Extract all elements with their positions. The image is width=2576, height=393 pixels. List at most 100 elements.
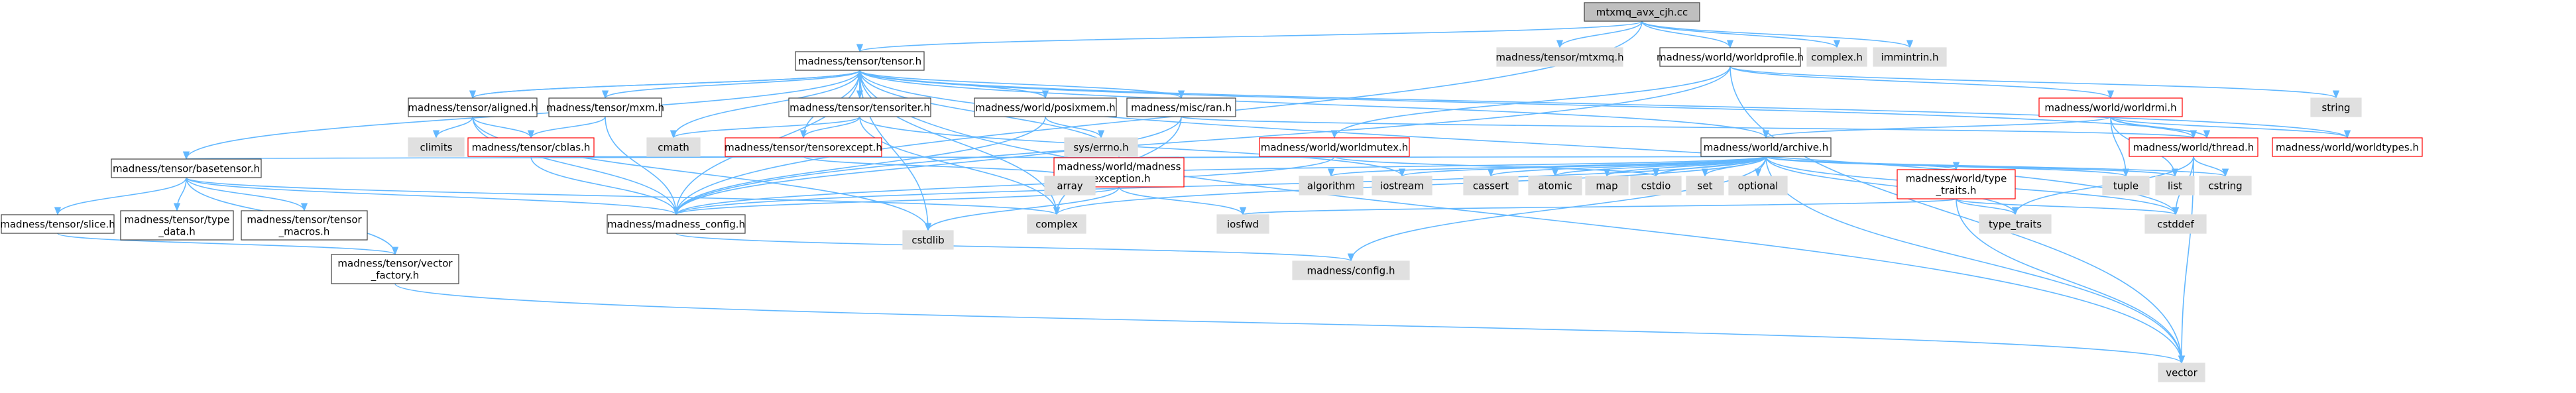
edge-archive_h-to-cstring	[1765, 156, 2229, 178]
header-nodes: mtxmq_avx_cjh.cc madness/tensor/tensor.h m…	[0, 2, 2423, 382]
node-box	[111, 158, 262, 178]
node-worldprofile-h[interactable]: madness/world/worldprofile.h	[1657, 47, 1804, 67]
edge-basetensor_h-to-tensor_macros_h	[186, 177, 308, 212]
edge-blas_h-to-madness_config_h	[530, 156, 680, 216]
node-box	[241, 210, 368, 241]
node-thread-h[interactable]: madness/world/thread.h	[2129, 137, 2258, 157]
node-label: algorithm	[1307, 180, 1355, 192]
node-map: map	[1585, 176, 1629, 196]
node-madness-config-h[interactable]: madness/madness_config.h	[607, 214, 746, 234]
node-atomic: atomic	[1528, 176, 1582, 196]
node-tensor-macros-h[interactable]: madness/tensor/tensor_macros.h	[241, 210, 368, 241]
node-worldtypes-h[interactable]: madness/world/worldtypes.h	[2272, 137, 2423, 157]
edge-basetensor_h-to-madness_config_h	[186, 177, 679, 216]
node-complex-h: complex.h	[1806, 47, 1867, 67]
node-tensor-h[interactable]: madness/tensor/tensor.h	[795, 51, 925, 71]
edge-basetensor_h-to-type_data_h	[173, 177, 187, 212]
edge-archive_h-to-atomic	[1552, 156, 1767, 178]
node-blas-h[interactable]: madness/tensor/cblas.h	[467, 137, 595, 157]
node-aligned-h[interactable]: madness/tensor/aligned.h	[408, 97, 538, 117]
node-type-traits-h[interactable]: madness/world/type_traits.h	[1897, 169, 2016, 199]
node-tensorexcept-h[interactable]: madness/tensor/tensorexcept.h	[725, 137, 882, 157]
node-label: madness/world/madness	[1057, 161, 1181, 173]
node-label: madness/world/worldtypes.h	[2276, 142, 2419, 154]
node-label: set	[1698, 180, 1713, 192]
node-label: madness/tensor/mxm.h	[546, 102, 664, 114]
node-label: _macros.h	[278, 226, 330, 239]
node-label: cassert	[1473, 180, 1509, 192]
node-string: string	[2310, 97, 2362, 117]
node-slice-h[interactable]: madness/tensor/slice.h	[0, 214, 115, 234]
edge-root-to-mtxmq_h	[1556, 21, 1643, 49]
node-cstring: cstring	[2199, 176, 2252, 196]
node-box	[795, 51, 925, 71]
edge-worldrmi_h-to-tuple	[2110, 116, 2130, 178]
node-label: madness/tensor/vector	[337, 258, 453, 270]
node-label: cstring	[2208, 180, 2242, 192]
node-label: madness/tensor/tensorexcept.h	[725, 142, 882, 154]
node-vector-factory-h[interactable]: madness/tensor/vector_factory.h	[331, 254, 459, 284]
node-worldmutex-h[interactable]: madness/world/worldmutex.h	[1259, 137, 1410, 157]
node-box	[1299, 176, 1364, 196]
edge-mxm_h-to-madness_config_h	[605, 116, 680, 216]
node-cstdlib: cstdlib	[902, 230, 954, 250]
edge-tensorexcept_h-to-array	[803, 156, 1073, 178]
node-box	[1292, 260, 1410, 280]
node-label: madness/world/posixmem.h	[975, 102, 1115, 114]
edge-tensor_h-to-ran_h	[859, 70, 1185, 99]
edge-aligned_h-to-climits	[432, 116, 473, 139]
node-box	[1979, 214, 2052, 234]
node-cstdio: cstdio	[1630, 176, 1682, 196]
edge-worldmutex_h-to-madness_config_h	[673, 156, 1335, 216]
node-box	[607, 214, 746, 234]
node-complex: complex	[1027, 214, 1086, 234]
edge-type_traits_h-to-iosfwd	[1240, 198, 1957, 216]
edge-archive_h-to-madness_config_h	[673, 156, 1767, 216]
node-box	[2129, 137, 2258, 157]
node-root[interactable]: mtxmq_avx_cjh.cc	[1584, 2, 1700, 22]
edge-type_traits_h-to-type_traits	[1956, 198, 2019, 216]
edge-worldrmi_h-to-memory	[2110, 116, 2211, 139]
node-label: map	[1596, 180, 1617, 192]
node-label: madness/config.h	[1307, 265, 1395, 277]
node-box	[120, 210, 234, 241]
node-box	[2272, 137, 2423, 157]
node-label: climits	[420, 142, 452, 154]
node-box	[1064, 137, 1138, 157]
node-errno-h: sys/errno.h	[1064, 137, 1138, 157]
node-type-data-h[interactable]: madness/tensor/type_data.h	[120, 210, 234, 241]
edge-aligned_h-to-madness_config_h	[472, 116, 680, 216]
node-label: cmath	[658, 142, 689, 154]
node-box	[467, 137, 595, 157]
edge-tensor_h-to-worldtypes_h	[859, 70, 2351, 139]
node-basetensor-h[interactable]: madness/tensor/basetensor.h	[111, 158, 262, 178]
node-archive-h[interactable]: madness/world/archive.h	[1700, 137, 1832, 157]
node-label: madness/tensor/mtxmq.h	[1495, 52, 1623, 64]
edge-tensor_h-to-archive_h	[859, 70, 1769, 139]
node-label: _traits.h	[1936, 185, 1977, 197]
node-config-h: madness/config.h	[1292, 260, 1410, 280]
node-label: sys/errno.h	[1073, 142, 1128, 154]
edge-slice_h-to-vector_factory_h	[57, 233, 398, 256]
node-immintrin-h: immintrin.h	[1873, 47, 1947, 67]
node-algorithm: algorithm	[1299, 176, 1364, 196]
node-tensoriter-h[interactable]: madness/tensor/tensoriter.h	[788, 97, 931, 117]
node-label: vector	[2166, 367, 2197, 379]
node-box	[1585, 176, 1629, 196]
node-mxm-h[interactable]: madness/tensor/mxm.h	[546, 97, 664, 117]
edge-basetensor_h-to-slice_h	[54, 177, 187, 216]
node-box	[2155, 176, 2195, 196]
edge-worldprofile_h-to-string	[1729, 66, 2339, 99]
node-box	[1259, 137, 1410, 157]
node-ran-h[interactable]: madness/misc/ran.h	[1126, 97, 1236, 117]
node-label: madness/world/thread.h	[2133, 142, 2254, 154]
node-posixmem-h[interactable]: madness/world/posixmem.h	[974, 97, 1117, 117]
node-label: mtxmq_avx_cjh.cc	[1596, 7, 1688, 19]
node-box	[1216, 214, 1269, 234]
node-cstddef: cstddef	[2144, 214, 2207, 234]
node-worldrmi-h[interactable]: madness/world/worldrmi.h	[2038, 97, 2183, 117]
node-box	[2158, 363, 2205, 382]
node-box	[1728, 176, 1788, 196]
node-set: set	[1686, 176, 1724, 196]
